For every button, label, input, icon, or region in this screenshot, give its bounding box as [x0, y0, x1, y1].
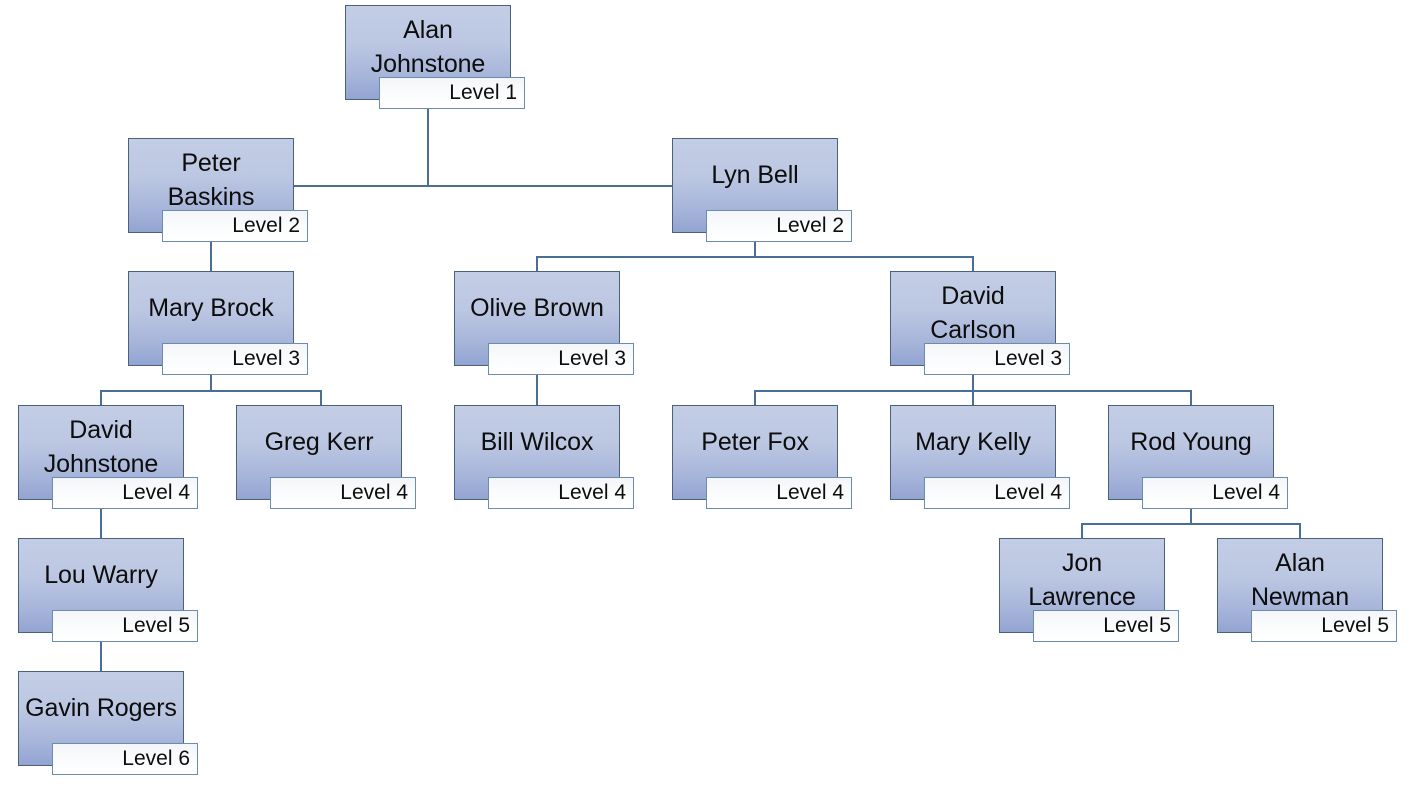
- level-tag-peter-fox: Level 4: [706, 477, 852, 509]
- node-name-david-johnstone: David Johnstone: [43, 415, 159, 478]
- level-tag-bill-wilcox: Level 4: [488, 477, 634, 509]
- level-tag-greg-kerr: Level 4: [270, 477, 416, 509]
- connector-carlson-drop-peterfox: [754, 390, 756, 405]
- node-name-mary-kelly: Mary Kelly: [915, 427, 1031, 456]
- connector-lynbell-drop-carlson: [972, 256, 974, 271]
- connector-louwarry-to-gavin: [100, 642, 102, 671]
- level-tag-peter-baskins: Level 2: [162, 210, 308, 242]
- node-name-david-carlson: David Carlson: [930, 281, 1016, 344]
- connector-carlson-drop-rodyoung: [1190, 390, 1192, 405]
- connector-carlson-drop-marykelly: [972, 390, 974, 405]
- node-name-peter-fox: Peter Fox: [701, 427, 809, 456]
- level-tag-david-johnstone: Level 4: [52, 477, 198, 509]
- connector-lynbell-bar: [536, 256, 974, 258]
- level-tag-alan-johnstone: Level 1: [379, 77, 525, 109]
- level-tag-mary-kelly: Level 4: [924, 477, 1070, 509]
- connector-brock-drop-gregkerr: [320, 390, 322, 405]
- connector-rodyoung-drop-newman: [1299, 523, 1301, 538]
- node-name-lyn-bell: Lyn Bell: [711, 160, 799, 189]
- node-name-rod-young: Rod Young: [1130, 427, 1252, 456]
- level-tag-alan-newman: Level 5: [1251, 610, 1397, 642]
- connector-olive-to-wilcox: [536, 375, 538, 405]
- connector-rodyoung-bar: [1081, 523, 1301, 525]
- connector-brock-bar: [100, 390, 320, 392]
- connector-carlson-stem: [972, 375, 974, 390]
- connector-djohnstone-to-louwarry: [100, 509, 102, 538]
- connector-lynbell-drop-olive: [536, 256, 538, 271]
- node-name-lou-warry: Lou Warry: [44, 560, 158, 589]
- node-name-jon-lawrence: Jon Lawrence: [1028, 548, 1136, 611]
- node-name-greg-kerr: Greg Kerr: [264, 427, 374, 456]
- level-tag-olive-brown: Level 3: [488, 343, 634, 375]
- connector-brock-drop-djohnstone: [100, 390, 102, 405]
- level-tag-gavin-rogers: Level 6: [52, 743, 198, 775]
- connector-brock-stem: [210, 375, 212, 390]
- node-name-olive-brown: Olive Brown: [470, 293, 604, 322]
- node-name-alan-newman: Alan Newman: [1250, 548, 1350, 611]
- connector-root-bar: [294, 185, 672, 187]
- level-tag-lou-warry: Level 5: [52, 610, 198, 642]
- level-tag-david-carlson: Level 3: [924, 343, 1070, 375]
- level-tag-rod-young: Level 4: [1142, 477, 1288, 509]
- level-tag-mary-brock: Level 3: [162, 343, 308, 375]
- level-tag-jon-lawrence: Level 5: [1033, 610, 1179, 642]
- node-name-gavin-rogers: Gavin Rogers: [25, 693, 177, 722]
- node-name-peter-baskins: Peter Baskins: [167, 148, 255, 211]
- connector-root-stem: [427, 100, 429, 186]
- node-name-mary-brock: Mary Brock: [148, 293, 274, 322]
- node-name-bill-wilcox: Bill Wilcox: [480, 427, 594, 456]
- connector-lynbell-stem: [754, 242, 756, 256]
- node-name-alan-johnstone: Alan Johnstone: [370, 15, 486, 78]
- connector-rodyoung-drop-jon: [1081, 523, 1083, 538]
- level-tag-lyn-bell: Level 2: [706, 210, 852, 242]
- connector-rodyoung-stem: [1190, 509, 1192, 523]
- connector-baskins-to-brock: [210, 242, 212, 271]
